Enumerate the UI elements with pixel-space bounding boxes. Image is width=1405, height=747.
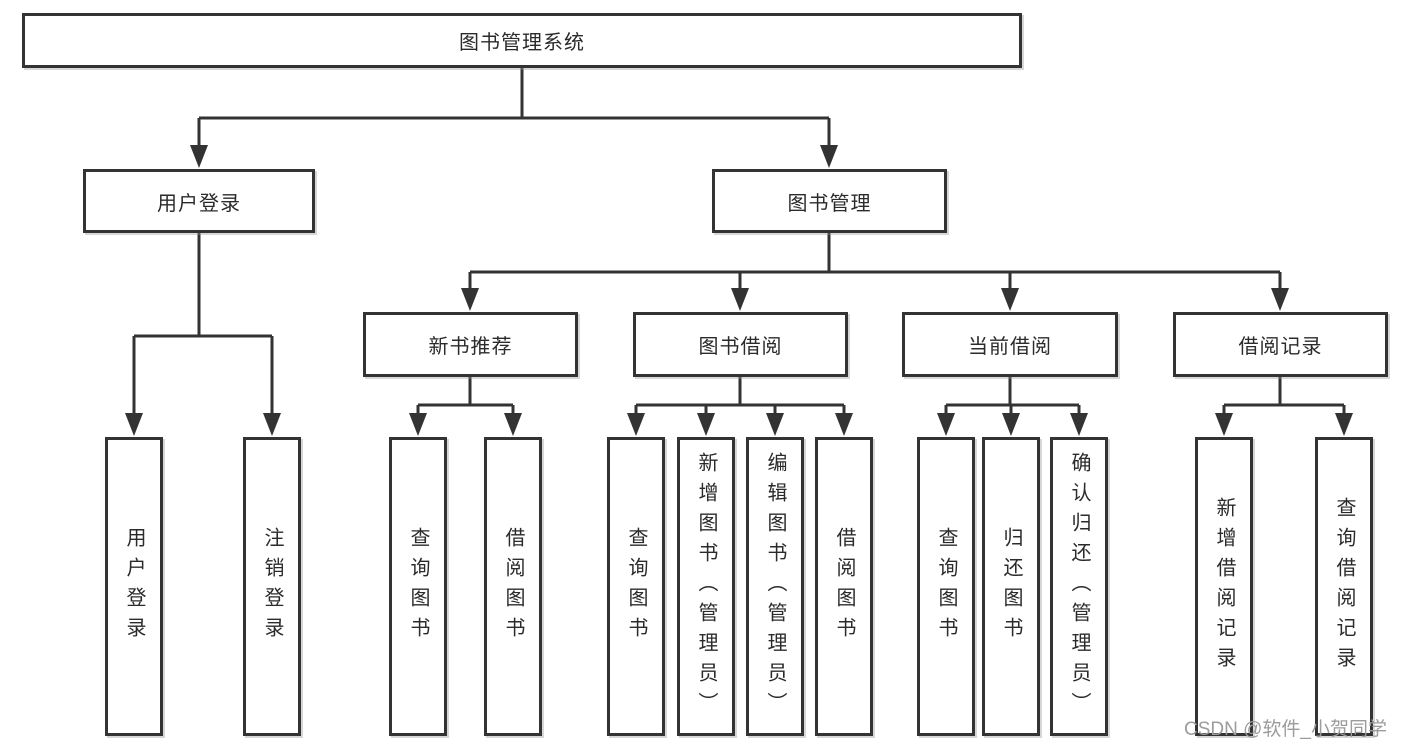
- leaf-add-borrow-record: 新增借阅记录: [1195, 437, 1253, 736]
- leaf-query-borrow-record: 查询借阅记录: [1315, 437, 1373, 736]
- leaf-user-login: 用户登录: [105, 437, 163, 736]
- node-borrow-records: 借阅记录: [1173, 312, 1388, 377]
- node-library-system: 图书管理系统: [22, 13, 1022, 68]
- node-book-management: 图书管理: [712, 169, 947, 233]
- node-label: 用户登录: [157, 192, 241, 215]
- node-label: 借阅记录: [1238, 336, 1323, 358]
- leaf-label: 新增图书（管理员）: [695, 451, 717, 722]
- leaf-label: 新增借阅记录: [1213, 496, 1235, 677]
- leaf-edit-books-admin: 编辑图书（管理员）: [746, 437, 804, 736]
- node-current-borrowing: 当前借阅: [902, 312, 1118, 377]
- leaf-label: 归还图书: [1000, 526, 1022, 647]
- leaf-logout: 注销登录: [243, 437, 301, 736]
- leaf-label: 查询借阅记录: [1333, 496, 1355, 677]
- node-new-book-recommend: 新书推荐: [363, 312, 578, 377]
- node-label: 图书管理: [787, 192, 872, 215]
- leaf-query-books-current: 查询图书: [917, 437, 975, 736]
- leaf-label: 编辑图书（管理员）: [764, 451, 786, 722]
- leaf-label: 注销登录: [261, 526, 283, 647]
- node-label: 新书推荐: [428, 336, 513, 358]
- leaf-confirm-return-admin: 确认归还（管理员）: [1050, 437, 1108, 736]
- node-book-borrowing: 图书借阅: [633, 312, 848, 377]
- csdn-watermark: CSDN @软件_小贺同学: [1184, 719, 1387, 740]
- leaf-add-books-admin: 新增图书（管理员）: [677, 437, 735, 736]
- leaf-borrow-books: 借阅图书: [815, 437, 873, 736]
- leaf-label: 确认归还（管理员）: [1068, 451, 1090, 722]
- leaf-query-books-borrowing: 查询图书: [607, 437, 665, 736]
- leaf-label: 查询图书: [935, 526, 957, 647]
- node-label: 图书管理系统: [459, 32, 585, 54]
- node-user-login: 用户登录: [83, 169, 315, 233]
- leaf-label: 查询图书: [625, 526, 647, 647]
- leaf-label: 查询图书: [407, 526, 429, 647]
- leaf-return-books: 归还图书: [982, 437, 1040, 736]
- leaf-borrow-books-recommend: 借阅图书: [484, 437, 542, 736]
- node-label: 图书借阅: [698, 336, 783, 358]
- leaf-label: 借阅图书: [833, 526, 855, 647]
- leaf-label: 用户登录: [123, 526, 145, 647]
- node-label: 当前借阅: [968, 336, 1052, 358]
- leaf-label: 借阅图书: [502, 526, 524, 647]
- leaf-query-books-recommend: 查询图书: [389, 437, 447, 736]
